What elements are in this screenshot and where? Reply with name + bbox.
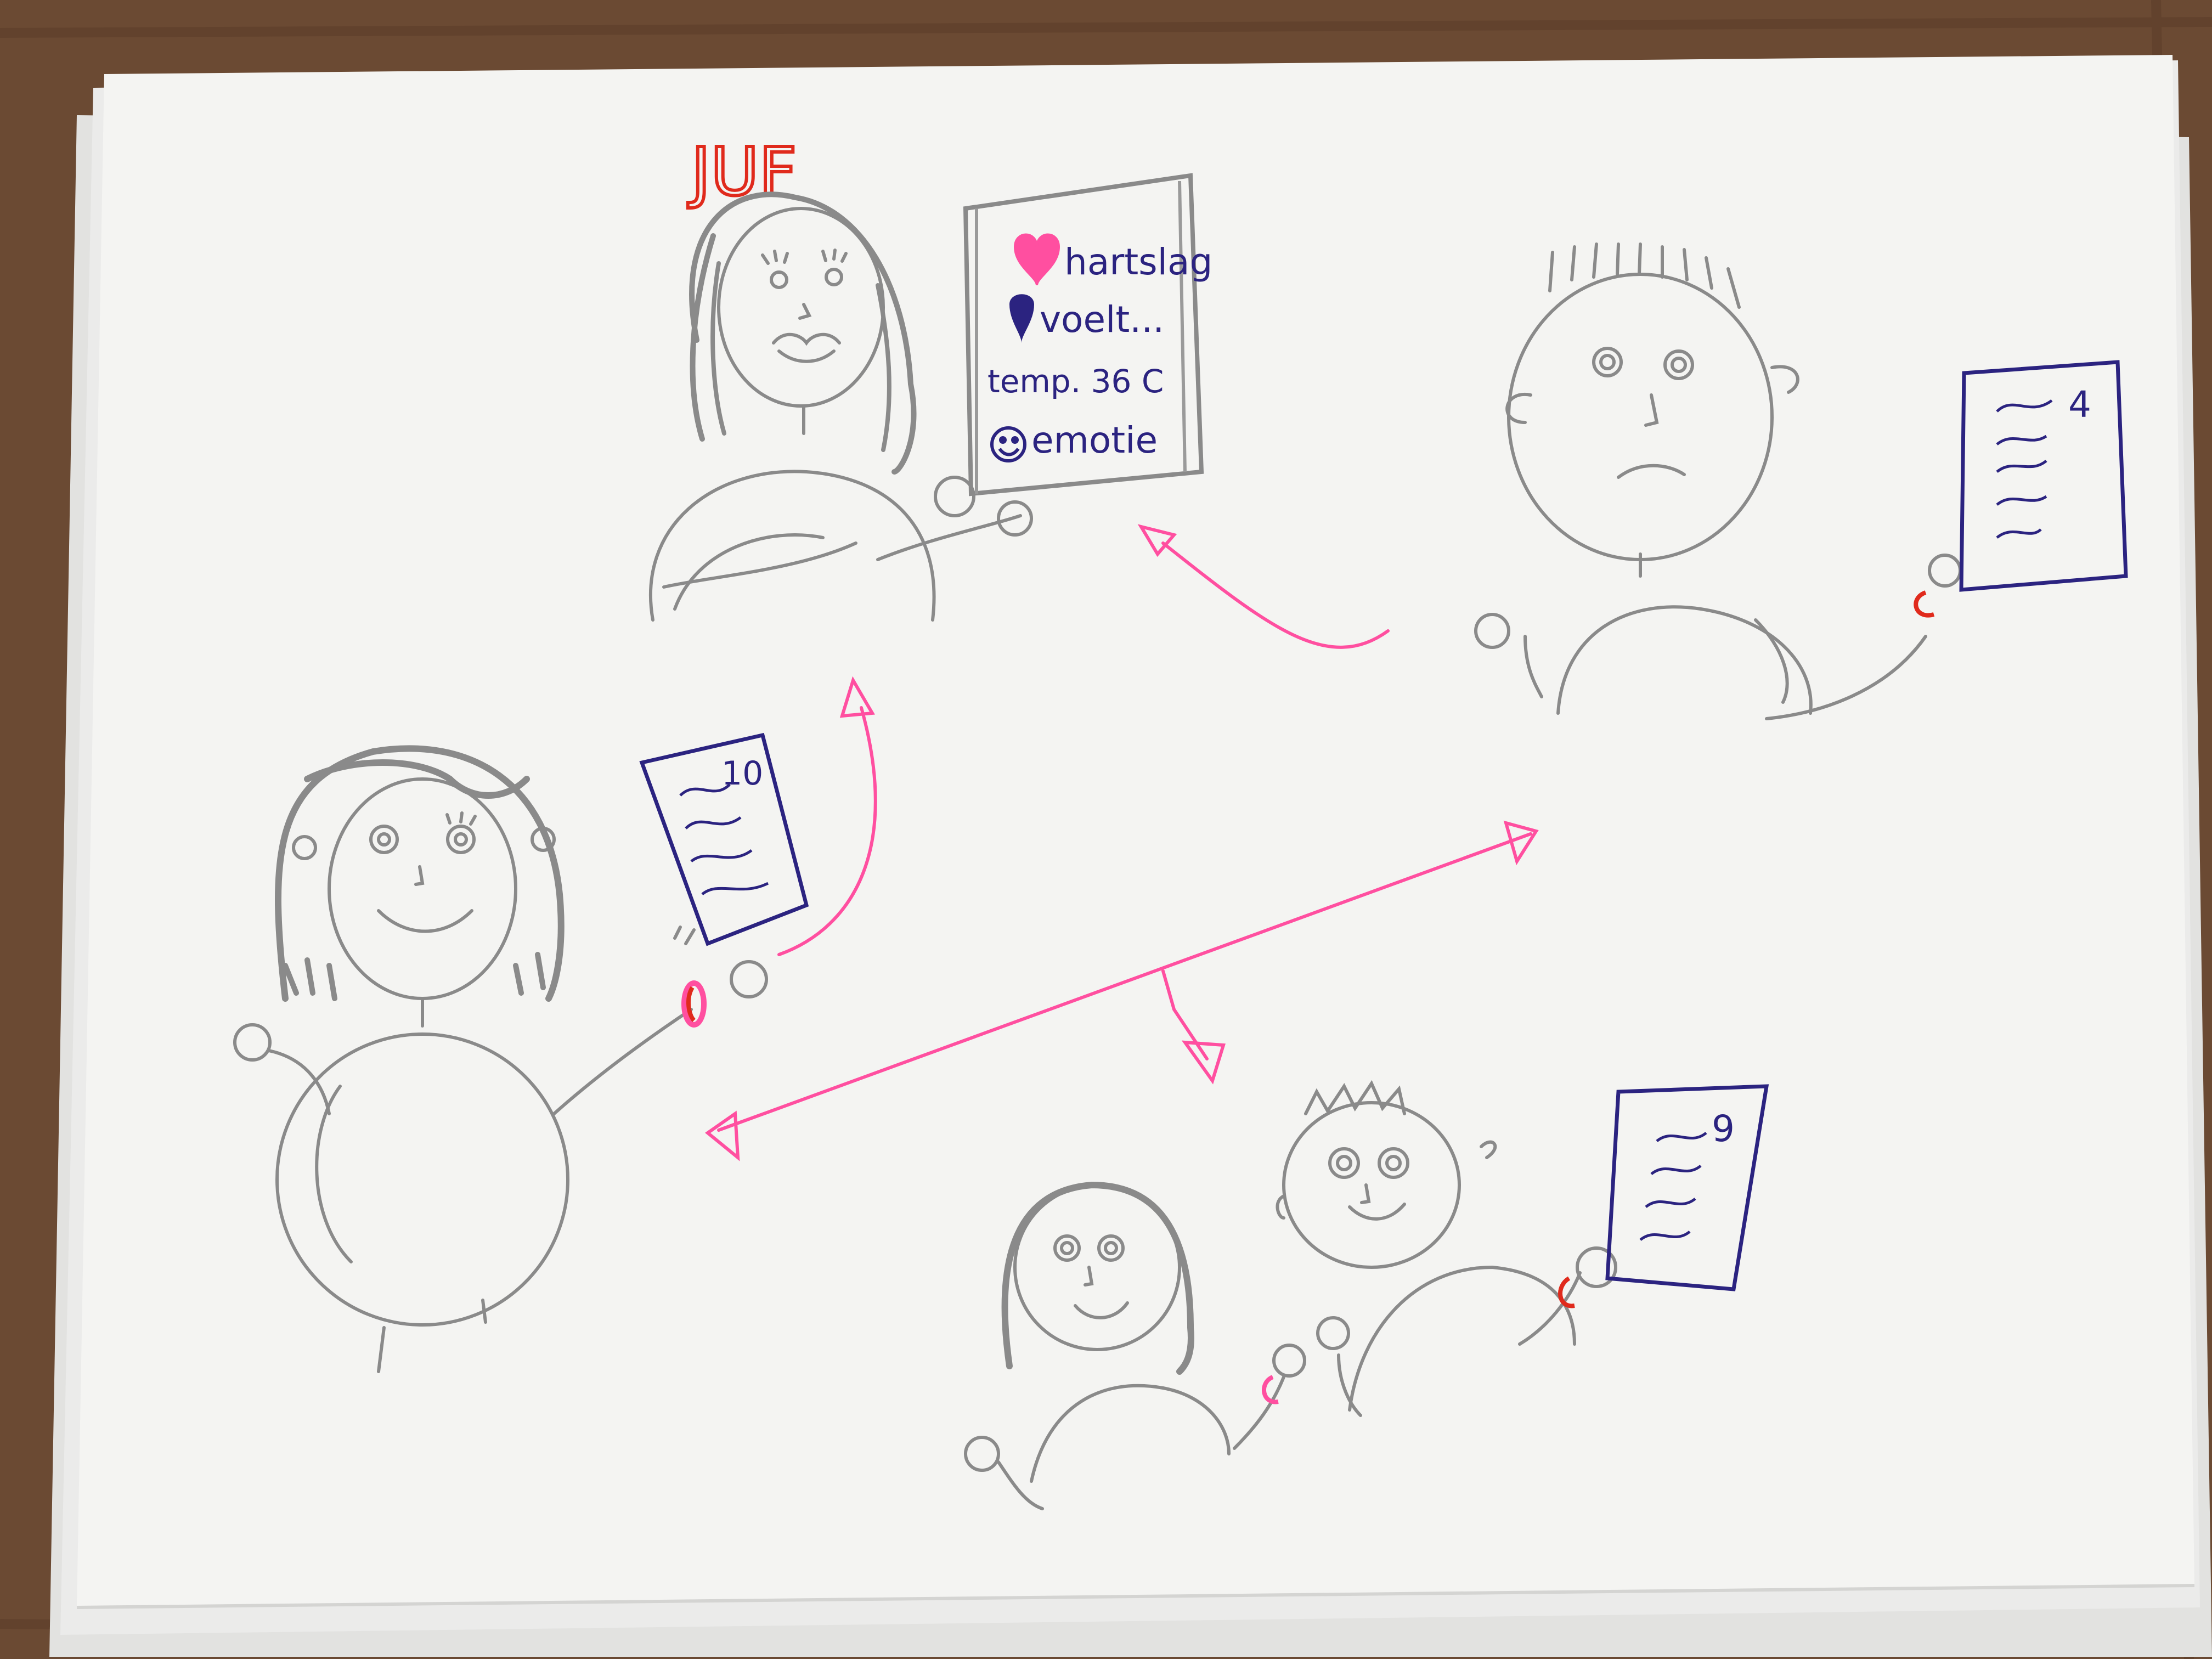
boy-figure [1474,242,1962,720]
tablet-row-heartrate: hartslag [1064,241,1212,283]
girl-figure [233,745,768,1373]
boy-score: 4 [2068,383,2091,426]
girl-bracelet [681,980,707,1028]
location-pin-icon [1009,294,1034,343]
arrow-boy-to-teacher [1161,541,1390,649]
arrow-girl-to-teacher [777,706,877,956]
arrow-girl-boy-double [717,832,1532,1132]
tablet-row-temperature: temp. 36 C [988,363,1164,400]
smiley-icon [990,426,1026,462]
pair-boy-bracelet [1558,1276,1575,1308]
paper-sheet [77,55,2194,1607]
pair-paper: 9 [1605,1084,1769,1291]
boy-paper: 4 [1959,360,2128,592]
tablet-row-feeling: voelt... [1040,298,1164,341]
heart-icon [1013,233,1060,286]
teacher-figure: JUF [648,133,1033,622]
connection-arrows [705,524,1539,1161]
tablet-row-emotion: emotie [1031,419,1158,461]
girl-paper: 10 [639,732,809,946]
paper-stack [49,55,2212,1657]
boy-bracelet [1914,590,1935,618]
pair-girl-bracelet [1262,1375,1279,1404]
teacher-tablet: hartslag voelt... temp. 36 C emotie [963,173,1212,496]
pair-score: 9 [1712,1108,1735,1150]
pair-figures [964,1080,1617,1510]
